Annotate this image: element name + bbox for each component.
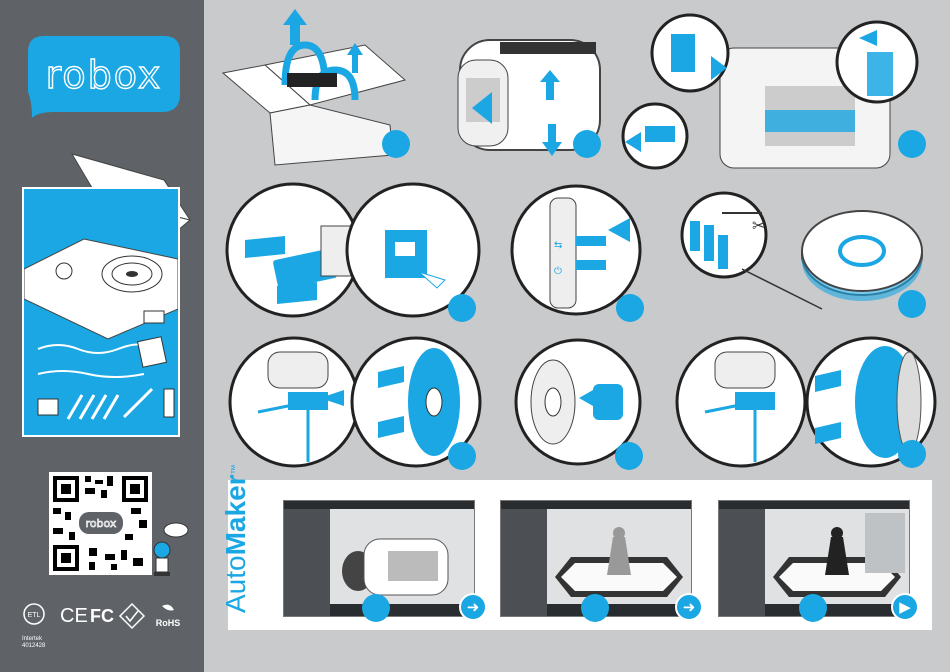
play-icon: ▶ bbox=[899, 598, 911, 616]
next-button[interactable]: ➜ bbox=[675, 593, 703, 621]
step-marker bbox=[362, 594, 390, 622]
qr-badge-text: robox bbox=[86, 517, 117, 530]
rohs-icon: RoHS bbox=[156, 605, 181, 628]
automaker-title-light: Auto bbox=[220, 555, 251, 613]
step-mount-spool-holder bbox=[615, 8, 935, 168]
arrow-right-icon: ➜ bbox=[467, 598, 480, 616]
usb-icon: ⇆ bbox=[554, 240, 562, 251]
step-marker bbox=[898, 130, 926, 158]
scissors-icon: ✂ bbox=[752, 216, 765, 235]
play-button[interactable]: ▶ bbox=[891, 593, 919, 621]
step-marker bbox=[616, 294, 644, 322]
up-arrow-icon bbox=[283, 9, 307, 45]
step-marker bbox=[898, 440, 926, 468]
ce-mark: CE bbox=[60, 605, 88, 627]
fcc-mark: FC bbox=[90, 606, 114, 626]
step-marker bbox=[581, 594, 609, 622]
qr-code[interactable]: robox bbox=[49, 472, 152, 575]
automaker-title-bold: Maker bbox=[220, 474, 251, 555]
next-button[interactable]: ➜ bbox=[459, 593, 487, 621]
step-install-software bbox=[225, 178, 475, 323]
certification-marks: ETL CE FC RoHS bbox=[22, 600, 187, 640]
step-marker bbox=[448, 442, 476, 470]
svg-text:RoHS: RoHS bbox=[156, 618, 181, 628]
power-icon: ⏻ bbox=[554, 266, 562, 277]
step-marker bbox=[898, 290, 926, 318]
box-contents-illustration bbox=[24, 189, 178, 435]
svg-text:ETL: ETL bbox=[28, 612, 41, 619]
etl-line-1: Intertek bbox=[22, 636, 45, 643]
step-feed-filament bbox=[228, 332, 478, 472]
etl-listing: Intertek 4012428 bbox=[22, 636, 45, 650]
step-marker bbox=[382, 130, 410, 158]
step-marker bbox=[799, 594, 827, 622]
etl-icon: ETL bbox=[24, 604, 44, 624]
etl-line-2: 4012428 bbox=[22, 643, 45, 650]
box-contents-panel bbox=[22, 187, 180, 437]
step-marker bbox=[615, 442, 643, 470]
automaker-title: AutoMaker™ bbox=[221, 464, 251, 613]
c-tick-icon bbox=[120, 604, 144, 628]
arrow-right-icon: ➜ bbox=[683, 598, 696, 616]
qr-pattern: robox bbox=[49, 472, 152, 575]
robox-logo: robox bbox=[24, 32, 181, 118]
logo-text: robox bbox=[46, 53, 163, 97]
step-marker bbox=[448, 294, 476, 322]
automaker-trademark: ™ bbox=[230, 464, 241, 474]
robot-mascot bbox=[150, 520, 190, 580]
sidebar: robox bbox=[0, 0, 204, 672]
step-marker bbox=[573, 130, 601, 158]
